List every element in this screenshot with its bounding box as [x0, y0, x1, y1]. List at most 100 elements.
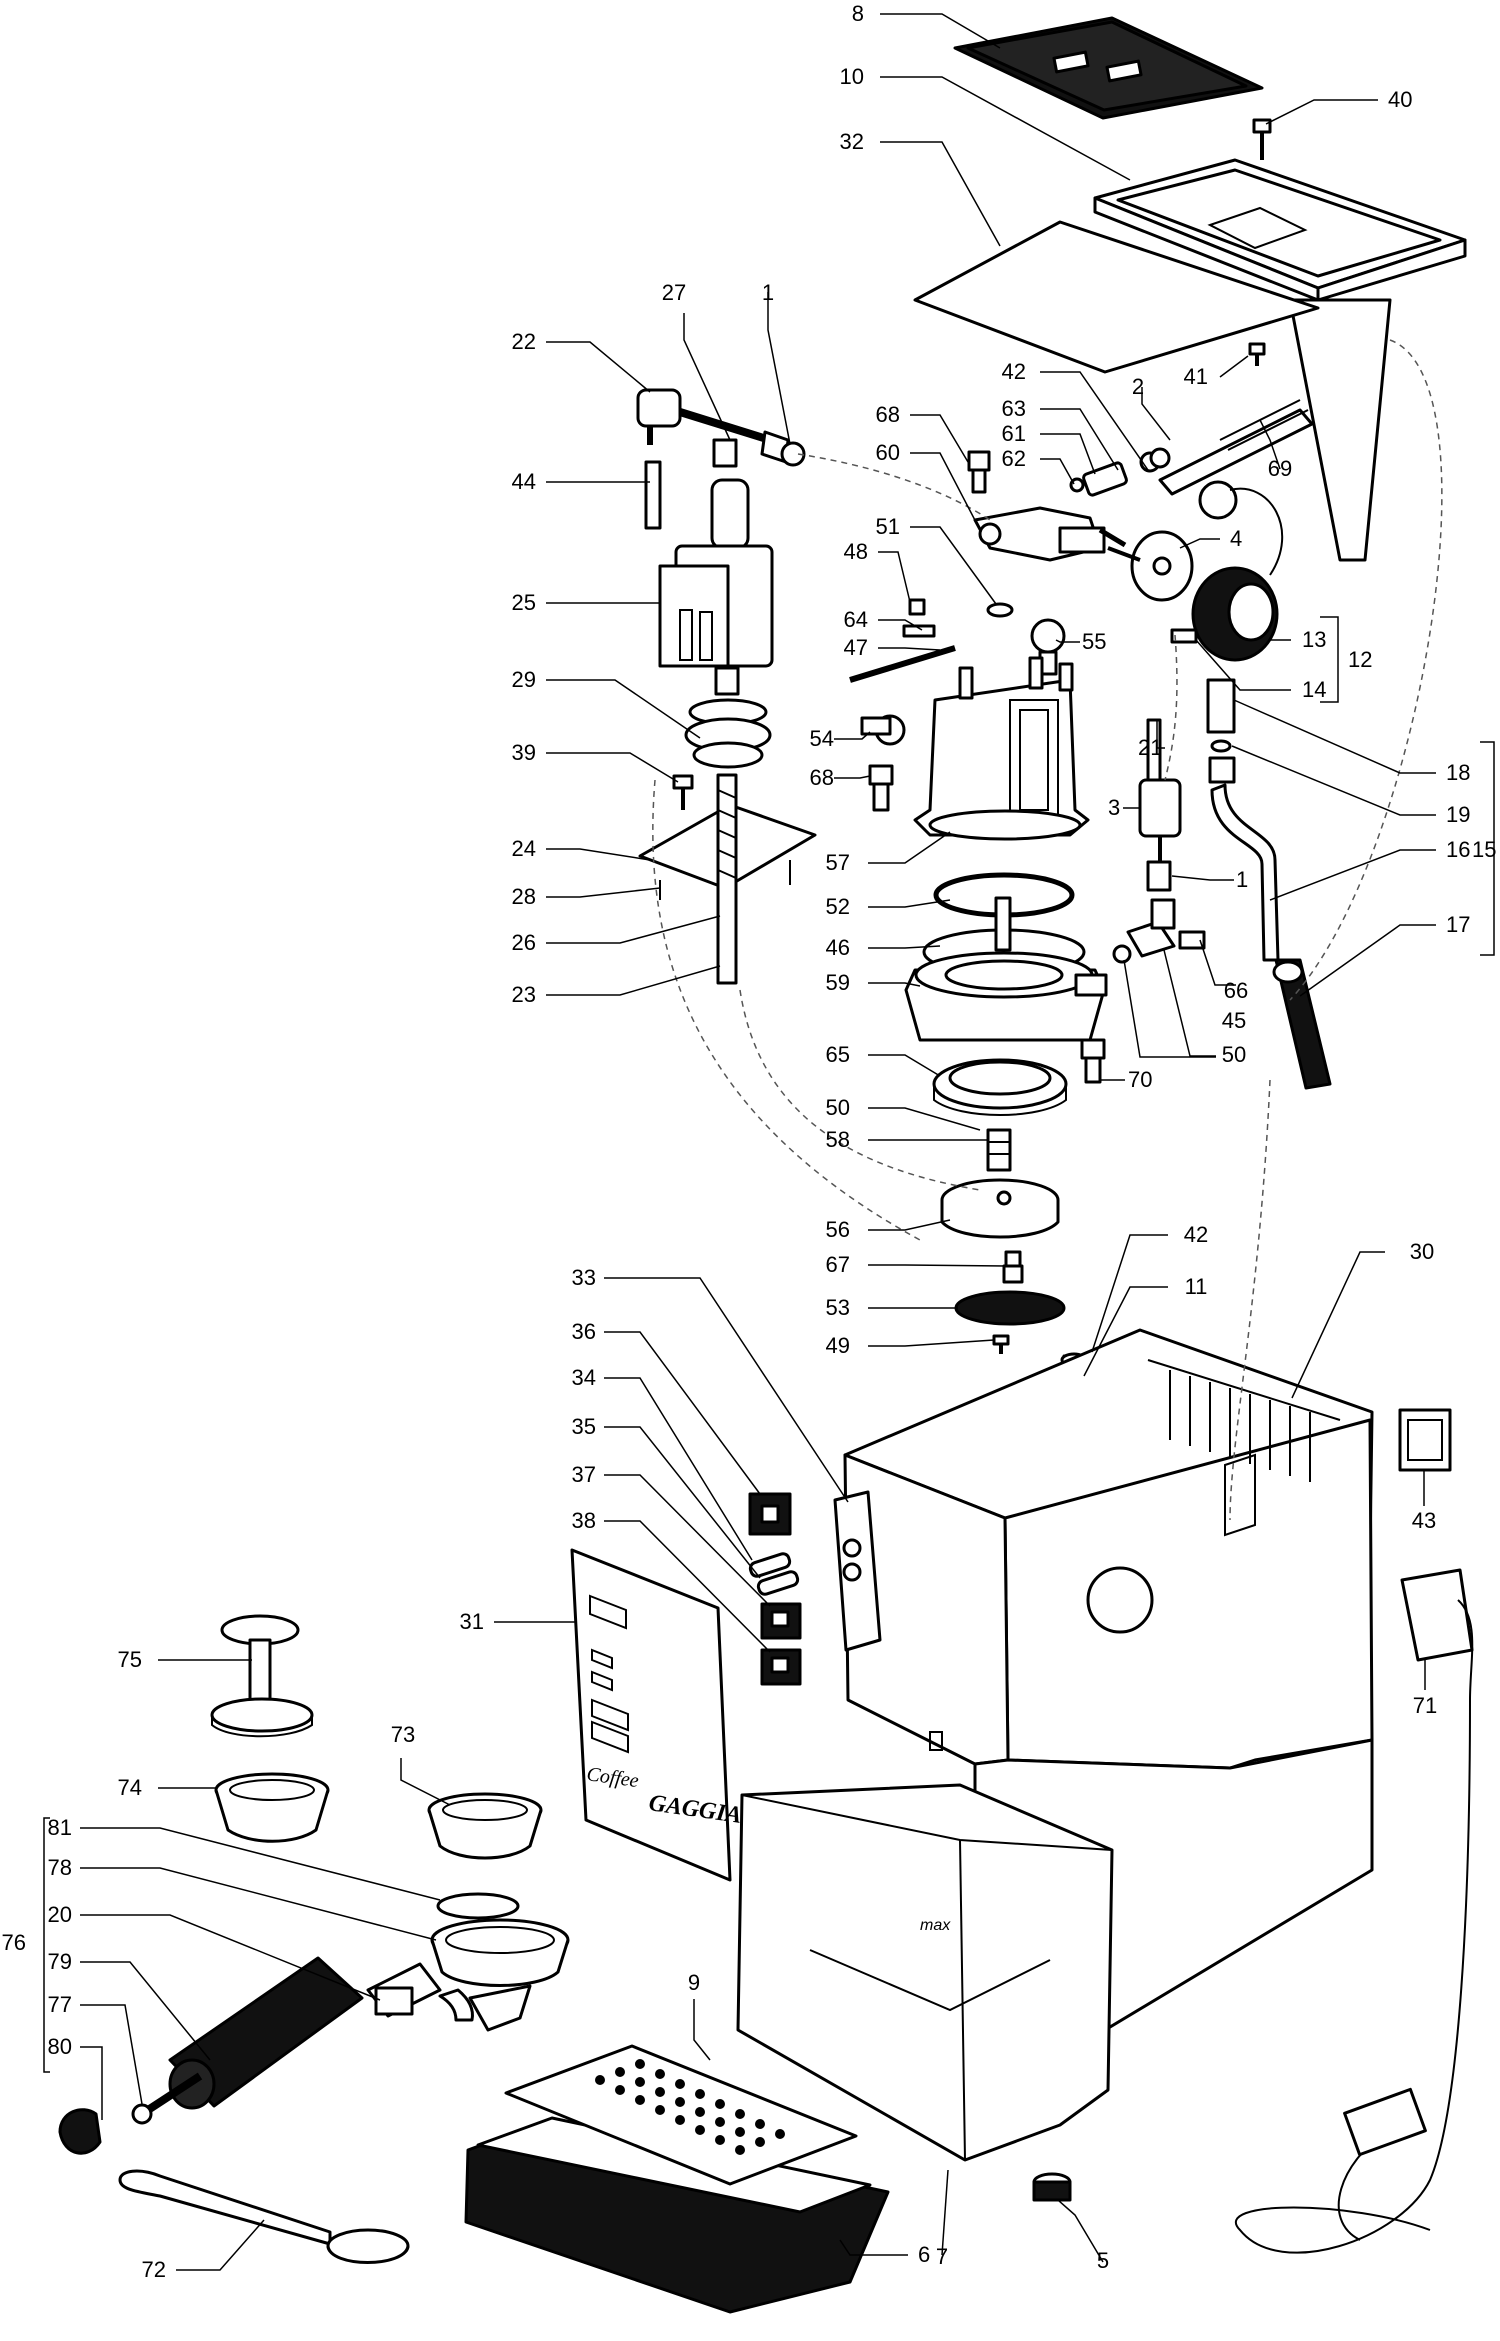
- callout-67: 67: [826, 1252, 850, 1277]
- guide-line-fitting: [797, 453, 991, 521]
- part-handle-cap: [58, 2108, 102, 2155]
- callout-29: 29: [512, 667, 536, 692]
- part-indicator-lamps: [748, 1552, 800, 1596]
- part-thermostat-55: [1030, 618, 1066, 676]
- callout-75: 75: [118, 1647, 142, 1672]
- callout-68-lower: 68: [810, 765, 834, 790]
- callout-42-top: 42: [1002, 359, 1026, 384]
- part-group-gasket: [932, 1058, 1068, 1116]
- callout-70: 70: [1128, 1067, 1152, 1092]
- part-measuring-scoop: [118, 2169, 410, 2264]
- callout-18: 18: [1446, 760, 1470, 785]
- callout-76: 76: [2, 1930, 26, 1955]
- callout-6: 6: [918, 2242, 930, 2267]
- part-filter-basket-single: [214, 1772, 330, 1843]
- callout-24: 24: [512, 836, 536, 861]
- callout-19: 19: [1446, 802, 1470, 827]
- callout-78: 78: [48, 1855, 72, 1880]
- part-screw-68-upper: [967, 450, 991, 494]
- callout-21: 21: [1138, 735, 1162, 760]
- part-shower-screen: [954, 1290, 1066, 1326]
- part-front-panel: Coffee GAGGIA: [570, 1548, 743, 1882]
- callout-12: 12: [1348, 647, 1372, 672]
- part-main-frame: [843, 1328, 1374, 2062]
- callout-56: 56: [826, 1217, 850, 1242]
- callout-3: 3: [1108, 795, 1120, 820]
- callout-37: 37: [572, 1462, 596, 1487]
- callout-55: 55: [1082, 629, 1106, 654]
- callout-60: 60: [876, 440, 900, 465]
- callout-38: 38: [572, 1508, 596, 1533]
- part-portafilter: [366, 1918, 570, 2032]
- part-switch-37: [760, 1602, 802, 1640]
- part-steam-knob: [1191, 566, 1279, 662]
- callout-69: 69: [1268, 456, 1292, 481]
- part-valve-manifold: [973, 506, 1127, 562]
- part-pump-outlet-fitting: [636, 388, 806, 468]
- callout-15: 15: [1472, 837, 1496, 862]
- callout-61: 61: [1002, 421, 1026, 446]
- part-drip-tray: [464, 2116, 890, 2314]
- callout-10: 10: [840, 64, 864, 89]
- callout-46: 46: [826, 935, 850, 960]
- part-water-tank: max: [736, 1783, 1114, 2162]
- guide-line-hose: [1164, 634, 1178, 781]
- part-tube-44: [644, 460, 662, 530]
- callout-2: 2: [1132, 374, 1144, 399]
- callout-26: 26: [512, 930, 536, 955]
- part-thermostat-probe: [849, 598, 956, 683]
- part-switch-38: [760, 1648, 802, 1686]
- part-gasket-sheet: [913, 220, 1320, 374]
- callout-41: 41: [1184, 364, 1208, 389]
- callout-1-top: 1: [762, 280, 774, 305]
- callout-80: 80: [48, 2034, 72, 2059]
- callout-62: 62: [1002, 446, 1026, 471]
- callout-51: 51: [876, 514, 900, 539]
- part-filter-basket-double: [427, 1792, 543, 1860]
- part-switch-36: [748, 1492, 792, 1536]
- callout-9: 9: [688, 1970, 700, 1995]
- part-tamper: [210, 1614, 314, 1738]
- callout-65: 65: [826, 1042, 850, 1067]
- callout-5: 5: [1097, 2248, 1109, 2273]
- callout-22: 22: [512, 329, 536, 354]
- callout-39: 39: [512, 740, 536, 765]
- part-spring-ring: [436, 1892, 520, 1920]
- callout-73: 73: [391, 1722, 415, 1747]
- callout-30: 30: [1410, 1239, 1434, 1264]
- part-steam-wand: [1210, 783, 1280, 962]
- leader-lines: [43, 13, 1495, 2271]
- part-group-head: [904, 896, 1108, 1042]
- callout-74: 74: [118, 1775, 142, 1800]
- callout-16: 16: [1446, 837, 1470, 862]
- callout-34: 34: [572, 1365, 596, 1390]
- callout-28: 28: [512, 884, 536, 909]
- callout-14: 14: [1302, 677, 1326, 702]
- callout-36: 36: [572, 1319, 596, 1344]
- callout-32: 32: [840, 129, 864, 154]
- callout-20: 20: [48, 1902, 72, 1927]
- part-steam-valve-knob: [1107, 480, 1284, 602]
- callout-4: 4: [1230, 526, 1242, 551]
- part-top-cover: [1093, 158, 1467, 562]
- callout-79: 79: [48, 1949, 72, 1974]
- callout-77: 77: [48, 1992, 72, 2017]
- callout-40: 40: [1388, 87, 1412, 112]
- callout-50-center: 50: [826, 1095, 850, 1120]
- callout-53: 53: [826, 1295, 850, 1320]
- tank-max-marking: max: [920, 1917, 951, 1934]
- part-screw-70: [1080, 1038, 1106, 1084]
- callout-31: 31: [460, 1609, 484, 1634]
- part-distribution-block: [1112, 898, 1206, 964]
- callout-54: 54: [810, 726, 834, 751]
- callout-63: 63: [1002, 396, 1026, 421]
- part-screw-41: [1248, 342, 1266, 366]
- callout-33: 33: [572, 1265, 596, 1290]
- part-thermostat-54: [860, 714, 906, 746]
- part-screw-39: [672, 774, 694, 810]
- callout-68-upper: 68: [876, 402, 900, 427]
- callout-59: 59: [826, 970, 850, 995]
- callout-43: 43: [1412, 1508, 1436, 1533]
